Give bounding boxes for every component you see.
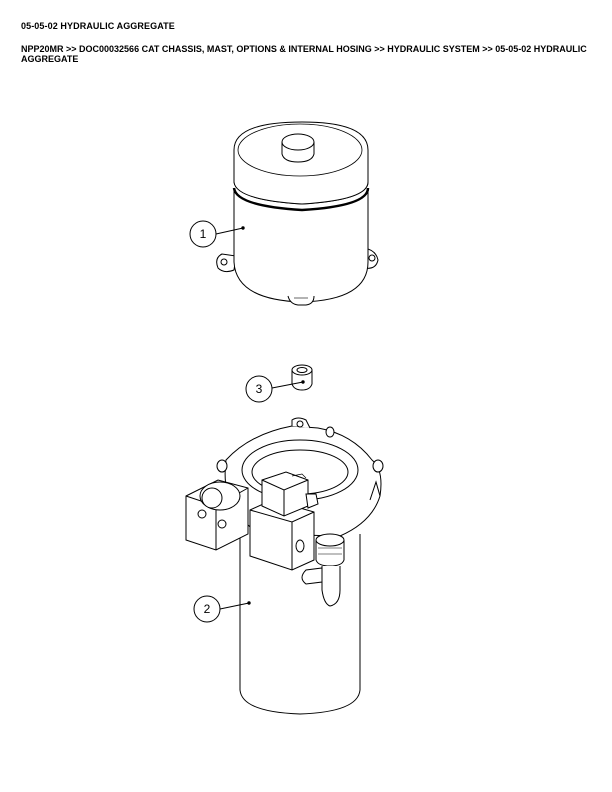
bushing-part [291, 364, 313, 391]
callout-1[interactable]: 1 [189, 220, 245, 248]
callout-label-1: 1 [200, 227, 207, 241]
page-title: 05-05-02 HYDRAULIC AGGREGATE [21, 21, 175, 31]
callout-label-3: 3 [256, 382, 263, 396]
breadcrumb[interactable]: NPP20MR >> DOC00032566 CAT CHASSIS, MAST… [21, 44, 587, 64]
motor-cover-part [216, 121, 379, 306]
callout-2[interactable]: 2 [193, 595, 251, 623]
hydraulic-pump-tank-part [185, 417, 384, 715]
callout-3[interactable]: 3 [245, 375, 305, 403]
callout-label-2: 2 [204, 602, 211, 616]
